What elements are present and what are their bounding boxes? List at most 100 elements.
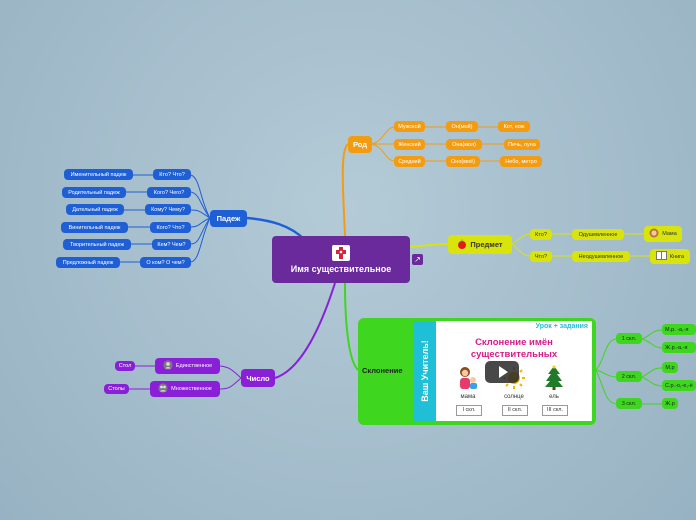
sklonenie-group[interactable]: 1 скл. <box>616 333 642 344</box>
chislo-example[interactable]: Стол <box>115 361 135 371</box>
video-title-line1: Склонение имён <box>475 337 553 348</box>
central-topic[interactable]: Имя существительное <box>272 236 410 283</box>
rod-example[interactable]: Кот, нож <box>498 121 530 132</box>
predmet-question-text: Что? <box>534 253 548 260</box>
padezh-question-text: Кого? Что? <box>156 224 185 231</box>
fir-tree-icon <box>540 365 568 391</box>
sklonenie-group-text: 2 скл. <box>621 373 637 380</box>
branch-chislo-label: Число <box>246 373 270 383</box>
rod-example[interactable]: Печь, луна <box>504 139 540 150</box>
external-link-icon[interactable]: ↗ <box>412 254 423 265</box>
rod-pronoun-text: Он(мой) <box>451 123 473 130</box>
padezh-name[interactable]: Винительный падеж <box>61 222 128 233</box>
video-side-text: Ваш Учитель! <box>420 340 430 402</box>
rod-gender[interactable]: Мужской <box>394 121 425 132</box>
video-word: ель <box>549 394 559 400</box>
padezh-question-text: Кого? Чего? <box>153 189 185 196</box>
predmet-example-text: Книга <box>669 253 685 260</box>
rod-pronoun[interactable]: Оно(моё) <box>446 156 480 167</box>
rod-gender-text: Мужской <box>398 123 421 130</box>
rod-example-text: Небо, метро <box>505 158 537 165</box>
predmet-type-text: Неодушевленное <box>578 253 624 260</box>
padezh-question-text: Кем? Чем? <box>157 241 186 248</box>
rod-example-text: Кот, нож <box>503 123 525 130</box>
sklonenie-group-text: 3 скл. <box>621 400 637 407</box>
padezh-name[interactable]: Предложный падеж <box>56 257 120 268</box>
padezh-question-text: Кому? Чему? <box>151 206 185 213</box>
predmet-type[interactable]: Неодушевленное <box>572 251 630 262</box>
apple-icon <box>457 239 467 251</box>
predmet-question[interactable]: Что? <box>530 251 552 262</box>
sklonenie-ending[interactable]: Ж.р <box>662 398 678 409</box>
rod-gender[interactable]: Женский <box>394 139 425 150</box>
sklonenie-group-text: 1 скл. <box>621 335 637 342</box>
sklonenie-ending-text: С.р.-о,-е,-ё <box>665 382 693 389</box>
branch-rod[interactable]: Род <box>348 136 372 153</box>
chislo-example-text: Столы <box>108 386 125 392</box>
padezh-name-text: Творительный падеж <box>69 241 125 248</box>
rod-pronoun[interactable]: Она(моя) <box>446 139 482 150</box>
predmet-question-text: Кто? <box>535 231 547 238</box>
padezh-question-text: О ком? О чем? <box>146 259 185 266</box>
padezh-name-text: Родительный падеж <box>68 189 120 196</box>
padezh-name-text: Винительный падеж <box>68 224 121 231</box>
predmet-question[interactable]: Кто? <box>530 229 552 240</box>
branch-chislo[interactable]: Число <box>241 369 275 387</box>
padezh-name-text: Предложный падеж <box>62 259 114 266</box>
rod-gender-text: Средний <box>398 158 421 165</box>
sklonenie-ending-text: Ж.р.-а,-я <box>665 344 688 351</box>
rod-example[interactable]: Небо, метро <box>500 156 542 167</box>
padezh-name[interactable]: Именительный падеж <box>64 169 133 180</box>
padezh-question[interactable]: Кому? Чему? <box>145 204 191 215</box>
sklonenie-ending[interactable]: М.р <box>662 362 678 373</box>
chislo-example[interactable]: Столы <box>104 384 129 394</box>
predmet-type[interactable]: Одушевленное <box>572 229 624 240</box>
branch-predmet-label: Предмет <box>470 240 503 249</box>
video-thumbnail[interactable]: Ваш Учитель! Урок + задания Склонение им… <box>414 321 592 421</box>
group-icon <box>158 383 168 395</box>
predmet-example-text: Мама <box>662 231 677 237</box>
sklonenie-ending[interactable]: Ж.р.-а,-я <box>662 342 696 353</box>
branch-predmet[interactable]: Предмет <box>448 235 512 254</box>
branch-padezh[interactable]: Падеж <box>210 210 247 227</box>
padezh-name[interactable]: Дательный падеж <box>66 204 124 215</box>
book-icon <box>655 251 667 262</box>
chislo-type[interactable]: Множественное <box>150 381 220 397</box>
rod-pronoun-text: Она(моя) <box>452 141 476 148</box>
sklonenie-ending-text: Ж.р <box>665 400 675 407</box>
padezh-question[interactable]: Кого? Чего? <box>147 187 191 198</box>
padezh-name-text: Именительный падеж <box>70 171 127 178</box>
rod-pronoun[interactable]: Он(мой) <box>446 121 478 132</box>
padezh-name[interactable]: Родительный падеж <box>62 187 126 198</box>
padezh-question[interactable]: О ком? О чем? <box>140 257 191 268</box>
branch-sklonenie-label: Склонение <box>362 366 403 375</box>
rod-gender[interactable]: Средний <box>394 156 425 167</box>
padezh-name[interactable]: Творительный падеж <box>63 239 131 250</box>
sklonenie-ending[interactable]: М.р. -а,-я <box>662 324 696 335</box>
padezh-question[interactable]: Кто? Что? <box>153 169 191 180</box>
video-case: II скл. <box>502 405 528 416</box>
mother-child-icon <box>454 365 482 391</box>
predmet-example[interactable]: Книга <box>650 249 690 264</box>
video-case: III скл. <box>542 405 568 416</box>
sklonenie-group[interactable]: 2 скл. <box>616 371 642 382</box>
video-case: I скл. <box>456 405 482 416</box>
video-title-line2: существительных <box>470 349 558 360</box>
padezh-question[interactable]: Кем? Чем? <box>152 239 191 250</box>
play-icon[interactable] <box>485 361 519 383</box>
padezh-question[interactable]: Кого? Что? <box>150 222 191 233</box>
predmet-example[interactable]: Мама <box>644 226 682 242</box>
chislo-type-text: Множественное <box>171 386 212 392</box>
sklonenie-group[interactable]: 3 скл. <box>616 398 642 409</box>
sklonenie-ending-text: М.р. -а,-я <box>665 326 689 333</box>
branch-rod-label: Род <box>352 140 368 149</box>
video-tag: Урок + задания <box>535 323 588 330</box>
rod-example-text: Печь, луна <box>508 141 536 148</box>
predmet-type-text: Одушевленное <box>578 231 618 238</box>
padezh-question-text: Кто? Что? <box>159 171 185 178</box>
rod-gender-text: Женский <box>398 141 421 148</box>
sklonenie-ending[interactable]: С.р.-о,-е,-ё <box>662 380 696 391</box>
chislo-type[interactable]: Единственное <box>155 358 220 374</box>
